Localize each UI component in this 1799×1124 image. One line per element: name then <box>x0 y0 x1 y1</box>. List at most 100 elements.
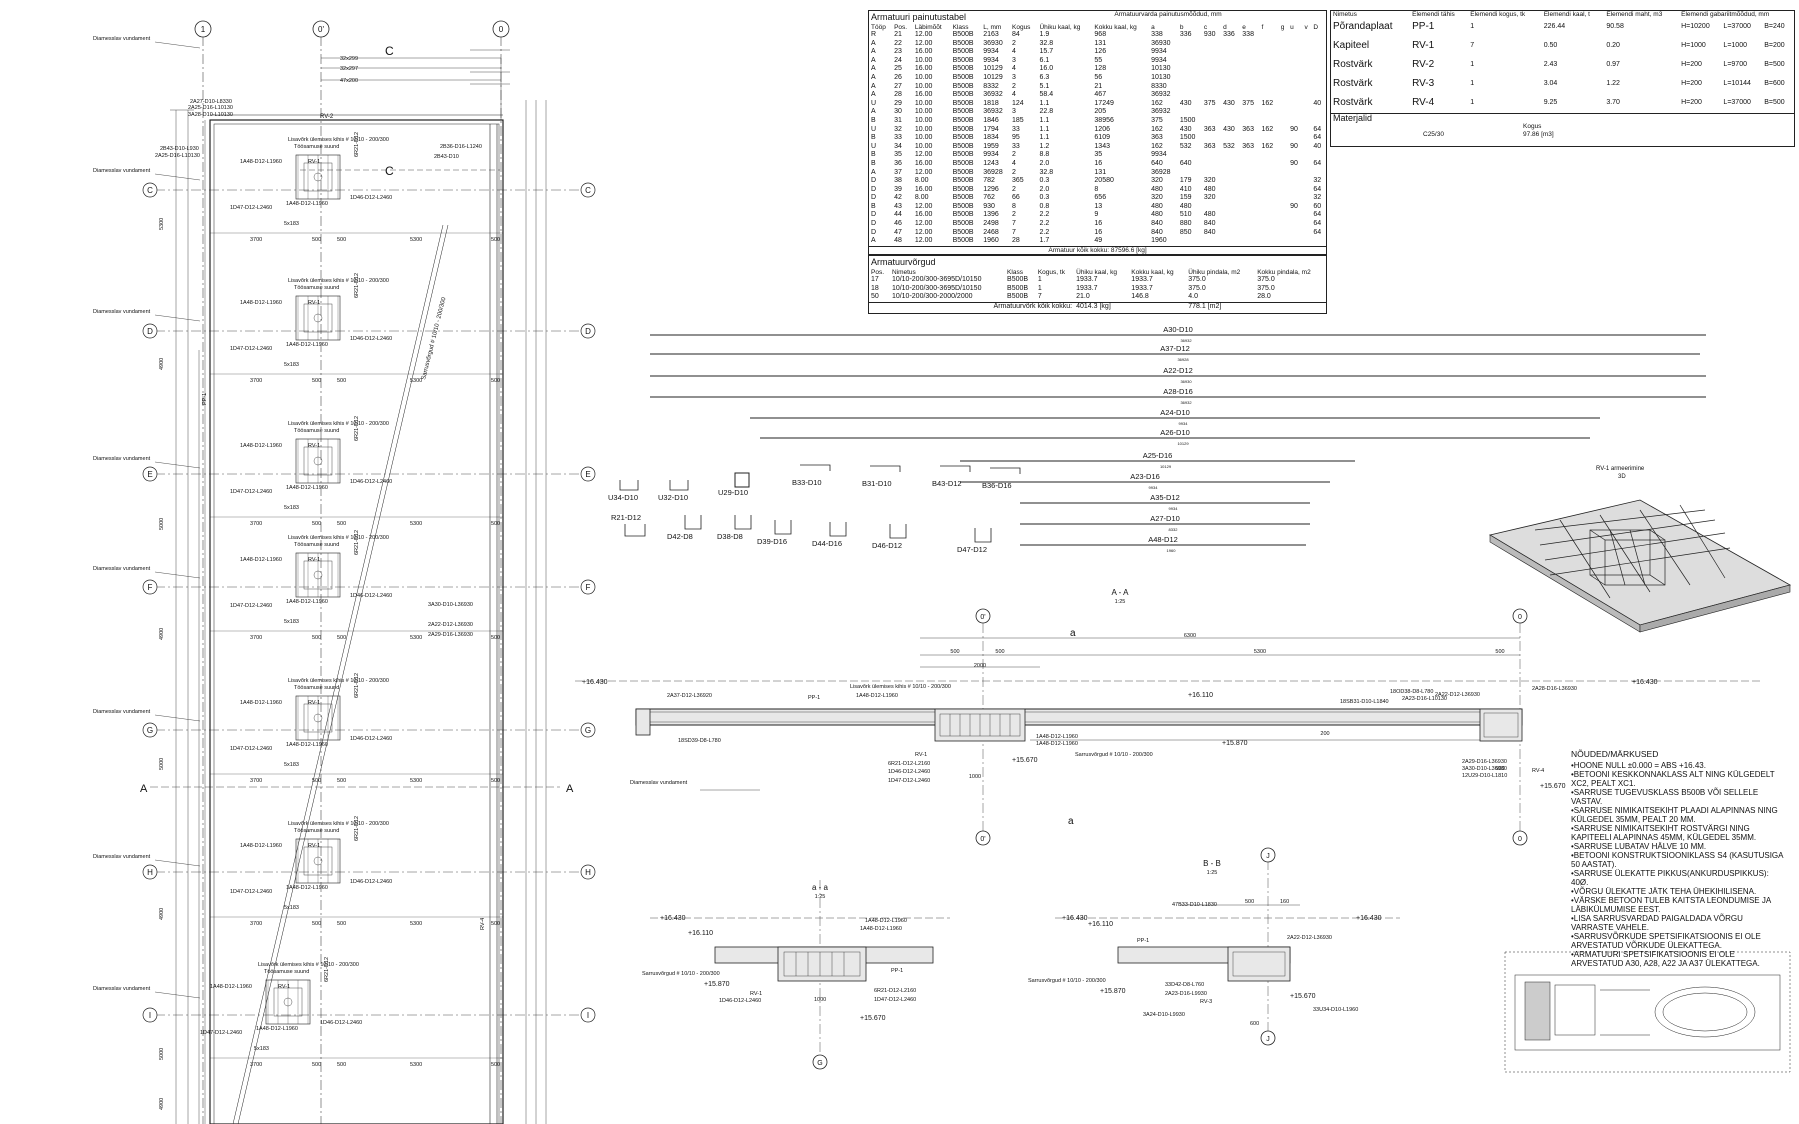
mesh-col-7: Kokku pindala, m2 <box>1257 269 1311 276</box>
working-direction-4: Töösamuse suund <box>294 685 339 691</box>
section-aa-dim-7: 200 <box>1320 731 1329 737</box>
bending-cell <box>1221 194 1240 203</box>
materials-title: Materjalid <box>1331 113 1794 123</box>
bay-dim-1-3: 5300 <box>410 378 422 384</box>
bending-cell: 90 <box>1290 202 1298 210</box>
bending-cell <box>1303 186 1312 195</box>
bending-cell: 1960 <box>983 237 999 245</box>
bending-col-12: e <box>1242 24 1246 31</box>
bending-cell: 3 <box>1012 73 1016 81</box>
bar-r21-0: 6R21-D12 <box>354 132 360 157</box>
section-a-a-label-7: 1D46-D12-L2460 <box>719 998 761 1004</box>
bending-cell: 9 <box>1094 211 1099 219</box>
bending-cell: 36932 <box>1151 108 1171 116</box>
bending-cell <box>1240 229 1259 238</box>
spacing-1: 5x183 <box>284 362 299 368</box>
bending-cell: 930 <box>1203 31 1216 38</box>
bending-cell: A <box>871 108 876 116</box>
extra-mesh-note-3: Lisavõrk ülemises kihis # 10/10 - 200/30… <box>288 535 389 541</box>
bending-cell: 0.3 <box>1039 177 1050 185</box>
section-aa-grid-1: 0' <box>980 614 985 621</box>
bending-cell: 840 <box>1203 228 1216 236</box>
bay-dim-6-2: 500 <box>337 1062 346 1068</box>
element-cell: 1 <box>1470 99 1475 107</box>
bar-d46-3: 1D46-D12-L2460 <box>350 593 392 599</box>
right-bar-3: 3A30-D10-L36930 <box>428 602 473 608</box>
section-aa-level-2: +16.110 <box>1188 692 1213 699</box>
section-aa-label-0: 2A37-D12-L36920 <box>667 693 712 699</box>
bending-cell: 10129 <box>983 73 1003 81</box>
bending-cell <box>1202 160 1221 169</box>
bay-dim-0-1: 500 <box>312 237 321 243</box>
grid-row-right-G: G <box>585 726 591 735</box>
bending-cell: 363 <box>1203 125 1216 133</box>
bending-cell <box>1288 237 1302 246</box>
bending-cell: 320 <box>1203 177 1216 185</box>
bay-dim-6-4: 500 <box>491 1062 500 1068</box>
bending-cell: 40 <box>1313 99 1322 107</box>
element-cell: L=10144 <box>1723 80 1751 88</box>
bending-cell: 2 <box>1012 151 1016 159</box>
bending-cell <box>1240 220 1259 229</box>
bar-a48-4: 1A48-D12-L1960 <box>240 700 282 706</box>
bending-cell: 21 <box>894 31 902 38</box>
bending-cell <box>1202 117 1221 126</box>
section-bb-label-5: 33D42-D8-L760 <box>1165 982 1204 988</box>
bending-cell: 467 <box>1094 91 1107 99</box>
bending-cell <box>1303 160 1312 169</box>
section-a-a-label-5: PP-1 <box>891 968 903 974</box>
element-cell: 0.97 <box>1606 61 1620 69</box>
bending-cell: 64 <box>1313 228 1322 236</box>
bending-cell: 320 <box>1203 194 1216 202</box>
element-col-1: Elemendi tähis <box>1412 11 1455 18</box>
element-cell: B=500 <box>1764 99 1785 107</box>
mesh-cell: 375.0 <box>1257 284 1275 292</box>
bending-cell <box>1178 83 1202 92</box>
bending-cell: 16.00 <box>914 185 933 193</box>
mesh-cell: 1 <box>1037 276 1042 283</box>
mesh-cell: B500B <box>1007 284 1029 292</box>
element-cell: B=500 <box>1764 61 1785 69</box>
bending-cell <box>1311 31 1326 40</box>
bending-cell <box>1288 91 1302 100</box>
element-cell: Rostvärk <box>1333 78 1373 90</box>
mesh-col-4: Ühiku kaal, kg <box>1076 269 1117 276</box>
bending-cell <box>1260 186 1279 195</box>
bending-cell <box>1303 194 1312 203</box>
bending-col-9: b <box>1179 24 1184 31</box>
bar-d46-5: 1D46-D12-L2460 <box>350 879 392 885</box>
section-aa-dim-8: 500 <box>1495 766 1504 772</box>
bending-col-1: Pos. <box>894 24 908 31</box>
vertical-dim-3: 4900 <box>159 628 165 640</box>
bending-cell <box>1303 91 1312 100</box>
bending-cell: 34 <box>894 142 902 150</box>
bending-cell: B500B <box>952 202 974 210</box>
bar-d47-6: 1D47-D12-L2460 <box>200 1030 242 1036</box>
bay-dim-5-0: 3700 <box>250 921 262 927</box>
bending-cell <box>1178 48 1202 57</box>
bending-cell: A <box>871 39 876 47</box>
bending-cell <box>1303 229 1312 238</box>
bending-cell: 2 <box>1012 185 1016 193</box>
note-item: •SARRUSE ÜLEKATTE PIKKUS(ANKURDUSPIKKUS)… <box>1571 869 1769 887</box>
bending-cell: 2 <box>1012 211 1016 219</box>
bending-cell: A <box>871 168 876 176</box>
rv1-cell-2: RV-1 <box>308 443 320 449</box>
bending-cell: 38 <box>894 177 902 185</box>
bending-cell <box>1221 229 1240 238</box>
bending-cell: 4 <box>1012 159 1016 167</box>
bending-cell: 162 <box>1151 125 1163 133</box>
element-cell: RV-2 <box>1412 59 1435 71</box>
bending-cell <box>1202 108 1221 117</box>
element-cell: 0.50 <box>1543 42 1558 50</box>
bending-cell: 32 <box>1313 194 1322 202</box>
element-cell: H=200 <box>1681 61 1702 69</box>
bending-cell: 36928 <box>1151 168 1171 176</box>
